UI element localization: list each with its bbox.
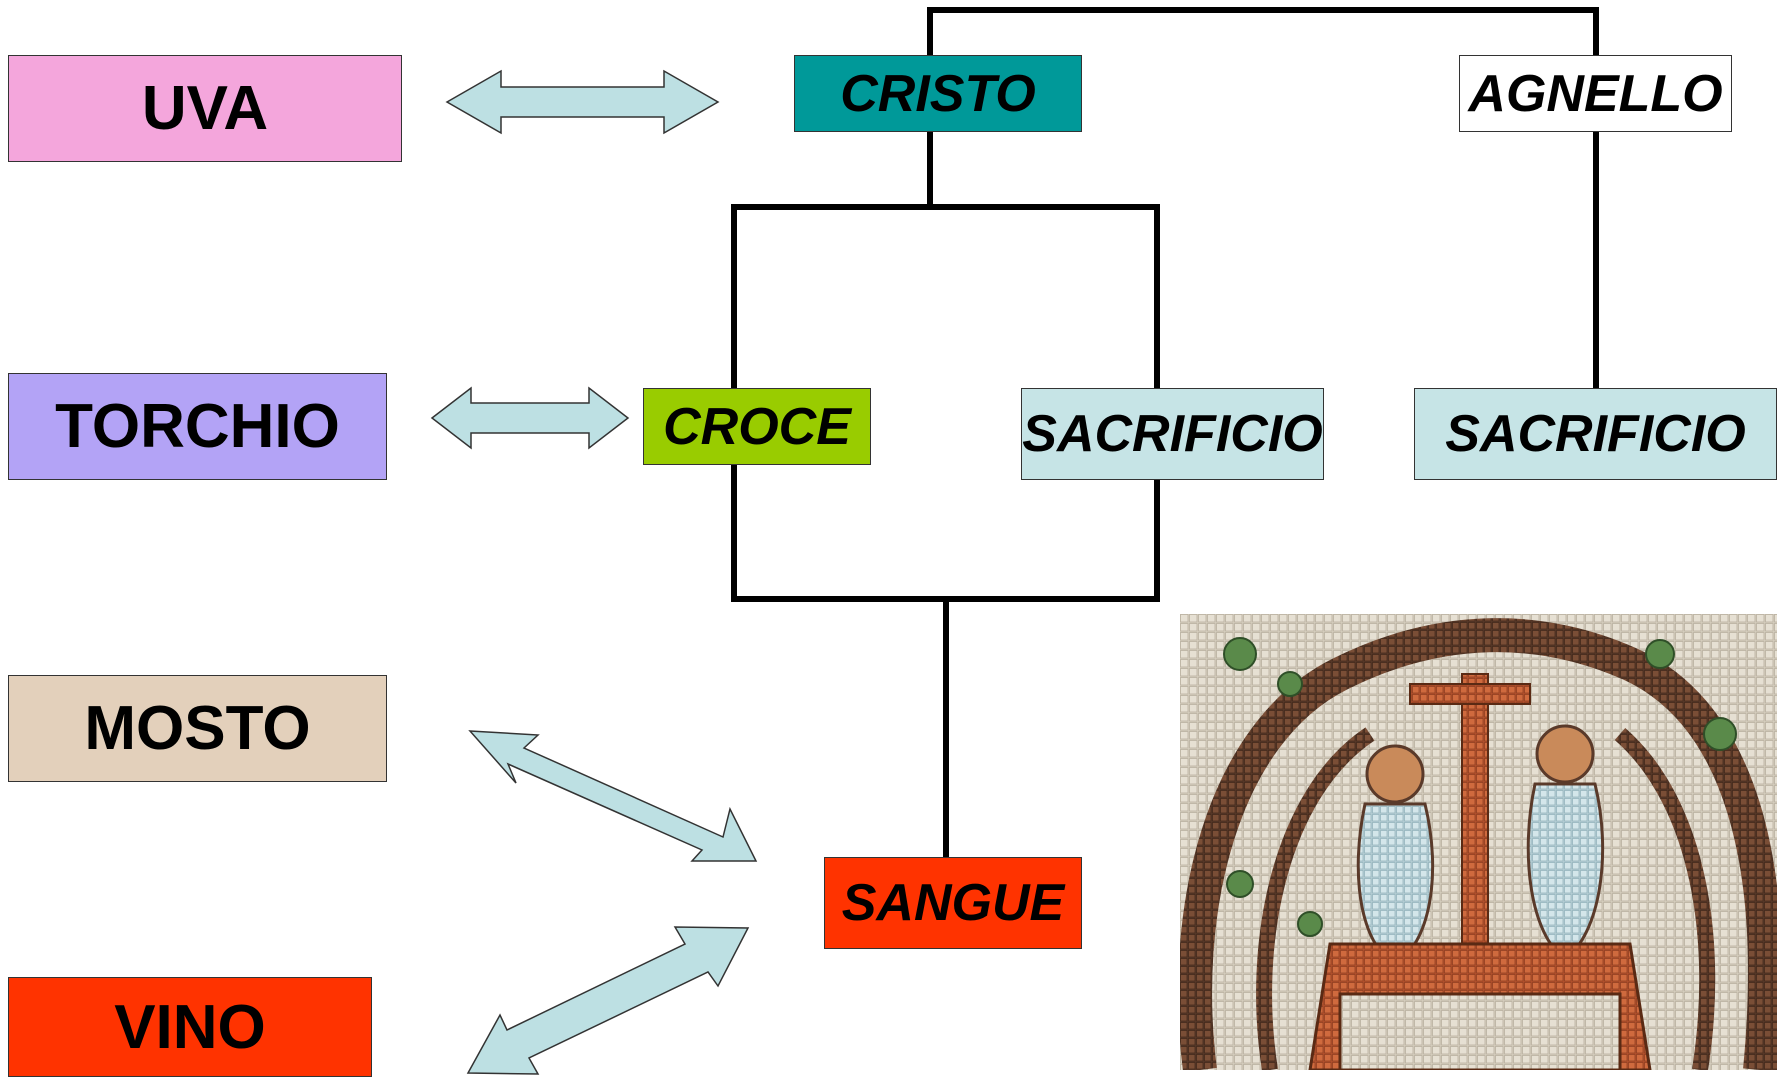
- cristo-agnello-connector: [927, 7, 1599, 58]
- arrow-torchio-croce: [430, 386, 630, 450]
- arrow-uva-cristo: [445, 69, 720, 135]
- agnello-box: AGNELLO: [1459, 55, 1732, 132]
- vat-front: [1338, 992, 1622, 1070]
- relation-arrows: [430, 69, 758, 1075]
- croce-sacrificio-bottom-bracket: [731, 463, 1160, 602]
- vine-leaves: [1223, 637, 1737, 937]
- vine-branch: [1614, 727, 1716, 1070]
- mosaic-image: [1180, 614, 1777, 1070]
- cristo-box: CRISTO: [794, 55, 1082, 132]
- press-beam: [1409, 683, 1531, 705]
- arrow-vino-sangue: [466, 926, 750, 1075]
- sacrificio-box-center: SACRIFICIO: [1021, 388, 1324, 480]
- croce-sacrificio-top-bracket: [731, 204, 1160, 390]
- vine-branch: [1256, 727, 1375, 1070]
- treading-figures: [1356, 724, 1605, 966]
- croce-box: CROCE: [643, 388, 871, 465]
- arrow-mosto-sangue: [468, 730, 758, 862]
- vine-arch: [1180, 618, 1777, 1070]
- tree-lines: [731, 7, 1599, 857]
- uva-box: UVA: [8, 55, 402, 162]
- sacrificio-box-right: SACRIFICIO: [1414, 388, 1777, 480]
- vino-box: VINO: [8, 977, 372, 1077]
- press-screw: [1461, 673, 1489, 975]
- mosto-box: MOSTO: [8, 675, 387, 782]
- torchio-box: TORCHIO: [8, 373, 387, 480]
- sangue-box: SANGUE: [824, 857, 1082, 949]
- mosaic-illustration: [1180, 614, 1777, 1070]
